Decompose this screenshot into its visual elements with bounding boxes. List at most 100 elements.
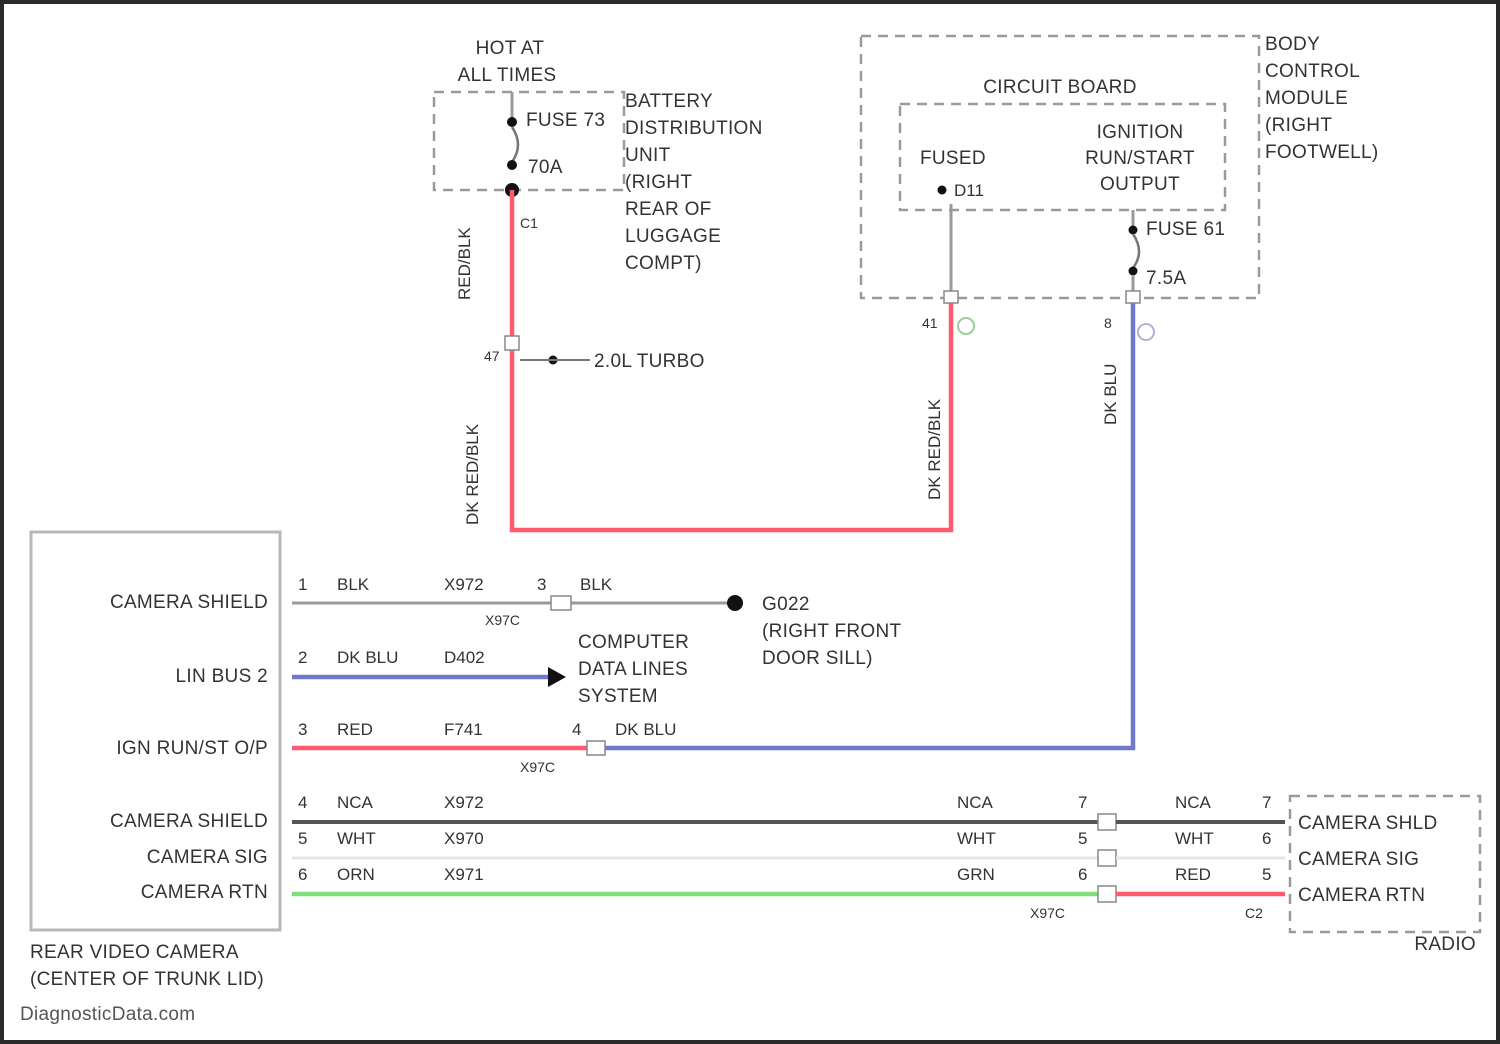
bcm-pin-left: 41 [922, 315, 938, 331]
x97c-rtn-connector [1098, 886, 1116, 902]
bcm-name-2: CONTROL [1265, 61, 1360, 82]
camera-pin-4-number: 4 [298, 793, 307, 812]
camera-pin-5-color: WHT [337, 829, 376, 848]
bcm-connector-marker-left [958, 318, 974, 334]
fuse61-terminal-bottom [1129, 267, 1138, 276]
camera-pin-6-color: ORN [337, 865, 375, 884]
fuse61-symbol [1133, 234, 1139, 268]
ground-connector-ref: X97C [485, 612, 520, 628]
camera-pin-3-number: 3 [298, 720, 307, 739]
all-times-label: ALL TIMES [458, 65, 557, 86]
fuse73-terminal-bottom [507, 160, 517, 170]
x97c-shield-connector [1098, 814, 1116, 830]
camera-pin-1-number: 1 [298, 575, 307, 594]
camera-pin-3-label: IGN RUN/ST O/P [116, 738, 268, 759]
data-lines-label-3: SYSTEM [578, 686, 658, 707]
camera-pin-4-label: CAMERA SHIELD [110, 811, 268, 832]
camera-pin-6-label: CAMERA RTN [141, 882, 268, 903]
fuse61-terminal-top [1129, 226, 1138, 235]
camera-pin-3-circuit: F741 [444, 720, 483, 739]
mid-connector-ref: X97C [1030, 905, 1065, 921]
bcm-name-1: BODY [1265, 34, 1320, 55]
x97c-ground-connector [551, 596, 571, 610]
bcm-pin-right: 8 [1104, 315, 1112, 331]
bdu-wire-color: RED/BLK [455, 227, 474, 300]
fused-ref: D11 [954, 181, 984, 200]
bcm-connector-marker-right [1138, 324, 1154, 340]
circuit-board-label: CIRCUIT BOARD [983, 77, 1136, 98]
radio-name: RADIO [1414, 934, 1476, 955]
radio-pin-rtn: 5 [1262, 865, 1271, 884]
turbo-label: 2.0L TURBO [594, 351, 705, 372]
fuse61-label: FUSE 61 [1146, 219, 1225, 240]
bcm-name-4: (RIGHT [1265, 115, 1332, 136]
camera-pin-1-circuit: X972 [444, 575, 484, 594]
camera-pin-2-color: DK BLU [337, 648, 398, 667]
data-lines-arrow [548, 667, 566, 687]
splice-wire-color: DK BLU [615, 720, 676, 739]
camera-pin-3-color: RED [337, 720, 373, 739]
radio-label-shield: CAMERA SHLD [1298, 813, 1438, 834]
bdu-name-5: REAR OF [625, 199, 712, 220]
ground-pin-number: 3 [537, 575, 546, 594]
bdu-name-6: LUGGAGE [625, 226, 721, 247]
fuse73-rating: 70A [528, 157, 563, 178]
bdu-name-3: UNIT [625, 145, 671, 166]
data-lines-label-1: COMPUTER [578, 632, 689, 653]
camera-pin-2-circuit: D402 [444, 648, 485, 667]
camera-pin-1-label: CAMERA SHIELD [110, 592, 268, 613]
bdu-name-1: BATTERY [625, 91, 713, 112]
bcm-name-5: FOOTWELL) [1265, 142, 1379, 163]
splice-pin-label: 4 [572, 720, 581, 739]
camera-pin-2-number: 2 [298, 648, 307, 667]
fused-terminal [938, 186, 947, 195]
radio-label-sig: CAMERA SIG [1298, 849, 1419, 870]
ground-label-1: G022 [762, 594, 810, 615]
camera-pin-6-circuit: X971 [444, 865, 484, 884]
bdu-name-2: DISTRIBUTION [625, 118, 763, 139]
bdu-connector-ref: C1 [520, 215, 538, 231]
mid-pin-rtn: 6 [1078, 865, 1087, 884]
splice-connector [505, 336, 519, 350]
camera-pin-5-number: 5 [298, 829, 307, 848]
radio-label-rtn: CAMERA RTN [1298, 885, 1425, 906]
bdu-name-7: COMPT) [625, 253, 702, 274]
mid-color-sig: WHT [957, 829, 996, 848]
radio-pin-sig: 6 [1262, 829, 1271, 848]
red-wire-color-right: DK RED/BLK [925, 398, 944, 500]
x97c-ignition-connector [587, 741, 605, 755]
x97c-sig-connector [1098, 850, 1116, 866]
radio-color-shield: NCA [1175, 793, 1212, 812]
camera-pin-5-label: CAMERA SIG [147, 847, 268, 868]
watermark: DiagnosticData.com [20, 1004, 195, 1025]
bcm-pin-8-connector [1126, 291, 1140, 303]
blue-wire-color: DK BLU [1101, 364, 1120, 425]
ground-point-g022 [727, 595, 743, 611]
camera-pin-6-number: 6 [298, 865, 307, 884]
camera-name-line-1: REAR VIDEO CAMERA [30, 942, 239, 963]
mid-color-rtn: GRN [957, 865, 995, 884]
hot-at-label: HOT AT [476, 38, 545, 59]
ignition-line-2: RUN/START [1085, 148, 1195, 169]
mid-pin-sig: 5 [1078, 829, 1087, 848]
fused-label: FUSED [920, 148, 986, 169]
fuse73-symbol [512, 127, 518, 162]
splice-connector-ref: X97C [520, 759, 555, 775]
fuse61-rating: 7.5A [1146, 268, 1186, 289]
bcm-pin-41-connector [944, 291, 958, 303]
bcm-name-3: MODULE [1265, 88, 1348, 109]
mid-pin-shield: 7 [1078, 793, 1087, 812]
radio-color-sig: WHT [1175, 829, 1214, 848]
splice-pin-number: 47 [484, 348, 500, 364]
camera-name-line-2: (CENTER OF TRUNK LID) [30, 969, 264, 990]
ground-wire-color: BLK [580, 575, 613, 594]
camera-pin-1-color: BLK [337, 575, 370, 594]
radio-pin-shield: 7 [1262, 793, 1271, 812]
ground-label-3: DOOR SILL) [762, 648, 873, 669]
radio-color-rtn: RED [1175, 865, 1211, 884]
camera-pin-4-circuit: X972 [444, 793, 484, 812]
camera-pin-4-color: NCA [337, 793, 374, 812]
fuse73-terminal-top [507, 117, 517, 127]
bdu-name-4: (RIGHT [625, 172, 692, 193]
